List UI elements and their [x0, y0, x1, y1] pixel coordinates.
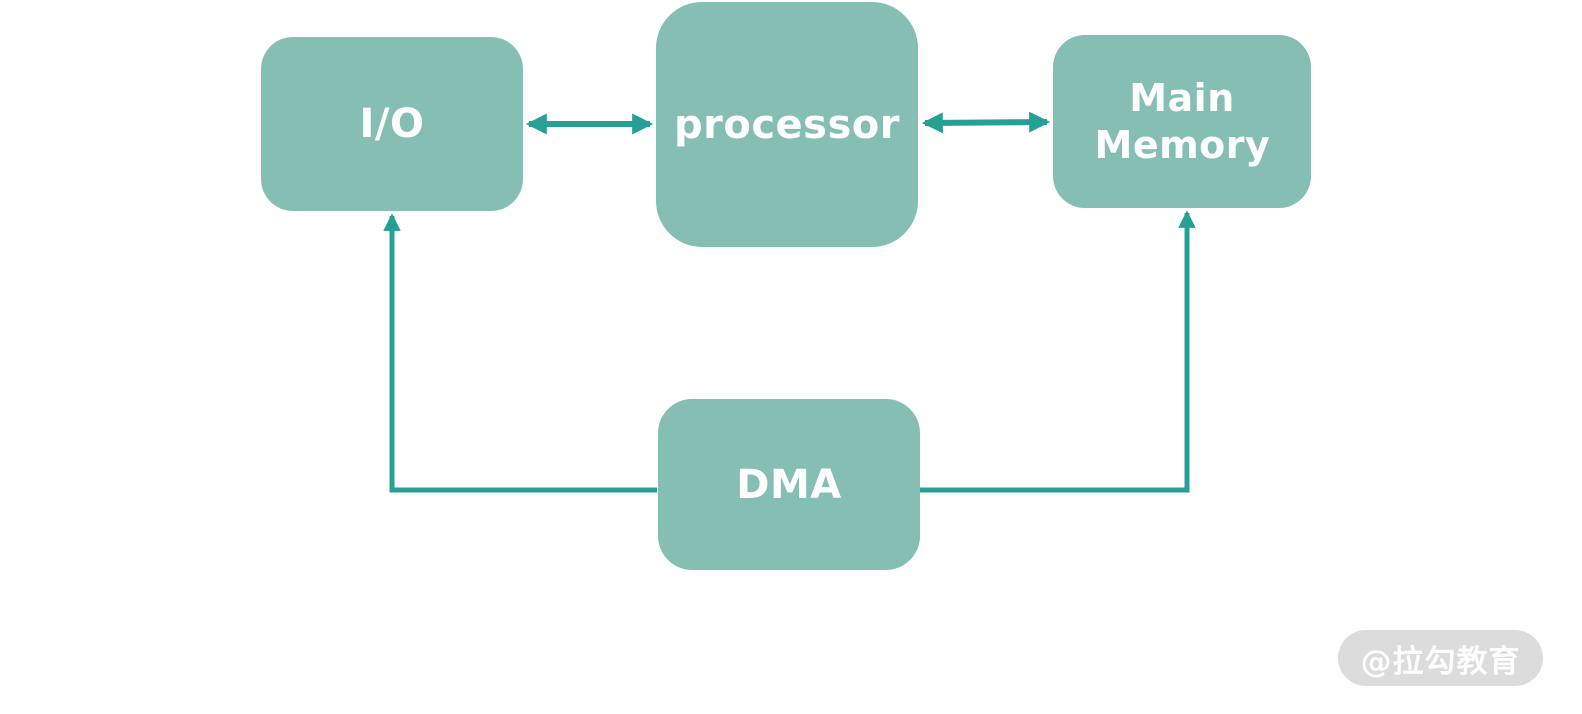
node-processor-label: processor: [673, 101, 900, 148]
watermark-text: @拉勾教育: [1360, 643, 1521, 680]
node-processor: processor: [656, 2, 918, 247]
watermark-badge: @拉勾教育: [1338, 630, 1543, 686]
node-dma-label: DMA: [736, 461, 842, 508]
node-io: I/O: [261, 37, 523, 211]
node-io-label: I/O: [359, 101, 425, 147]
node-main-memory-label: Main Memory: [1094, 76, 1271, 167]
edge-processor-main-memory: [921, 111, 1051, 134]
node-dma: DMA: [658, 399, 920, 570]
edge-dma-main-memory: [920, 210, 1196, 493]
node-main-memory: Main Memory: [1053, 35, 1311, 208]
edge-dma-io: [383, 213, 657, 493]
